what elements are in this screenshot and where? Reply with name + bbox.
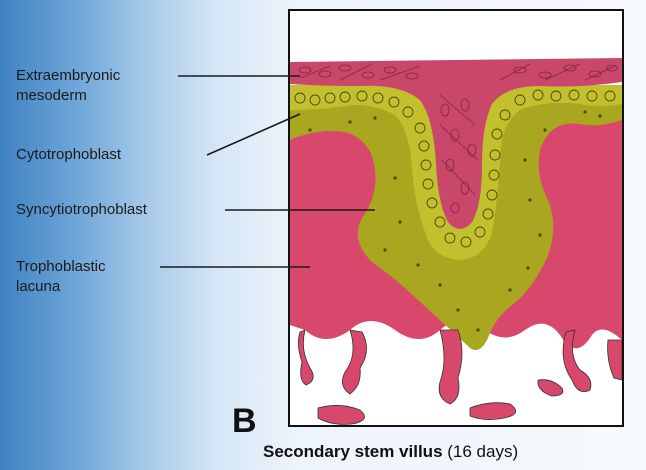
label-lacuna-line2: lacuna xyxy=(16,278,60,295)
caption-normal: (16 days) xyxy=(443,442,519,461)
label-cytotrophoblast: Cytotrophoblast xyxy=(16,145,121,165)
label-trophoblastic-lacuna: Trophoblastic lacuna xyxy=(16,257,106,297)
leader-line-cytotrophoblast xyxy=(207,114,300,155)
label-syncytiotrophoblast: Syncytiotrophoblast xyxy=(16,200,147,220)
label-extraembryonic-mesoderm: Extraembryonic mesoderm xyxy=(16,66,120,106)
figure-caption: Secondary stem villus (16 days) xyxy=(263,442,518,462)
label-extraembryonic-line1: Extraembryonic xyxy=(16,67,120,84)
label-extraembryonic-line2: mesoderm xyxy=(16,87,87,104)
panel-letter: B xyxy=(232,402,257,441)
label-lacuna-line1: Trophoblastic xyxy=(16,258,106,275)
caption-bold: Secondary stem villus xyxy=(263,442,443,461)
